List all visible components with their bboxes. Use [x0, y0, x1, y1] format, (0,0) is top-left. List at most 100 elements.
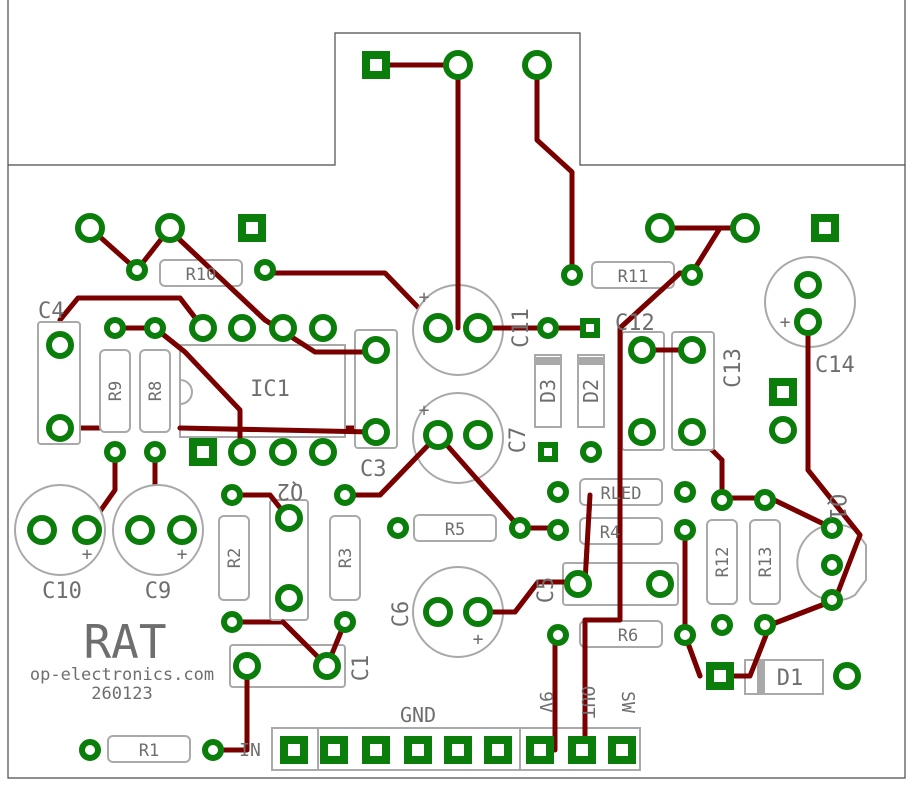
- traces-top: [152, 62, 863, 753]
- pad: [754, 489, 776, 511]
- pad: [228, 314, 256, 342]
- c13-body: [671, 331, 715, 451]
- pad: [228, 438, 256, 466]
- pad: [561, 264, 583, 286]
- pad: [387, 517, 409, 539]
- pad: [681, 264, 703, 286]
- c10-body: [14, 484, 106, 576]
- pad: [75, 213, 105, 243]
- pad: [463, 597, 493, 627]
- pad: [547, 481, 569, 503]
- c9-body: [112, 484, 204, 576]
- pad: [821, 554, 843, 576]
- plus-mark: +: [473, 629, 484, 650]
- pad: [189, 314, 217, 342]
- label-rled: RLED: [601, 484, 642, 504]
- pad: [463, 420, 493, 450]
- pad: [155, 213, 185, 243]
- pad: [46, 331, 74, 359]
- r1-body: [107, 735, 191, 763]
- label-ic1: IC1: [250, 377, 290, 402]
- label-in: IN: [239, 740, 261, 761]
- label-r12: R12: [713, 547, 733, 578]
- pad: [711, 489, 733, 511]
- pad: [275, 584, 303, 612]
- label-out: OUT: [577, 686, 598, 719]
- label-c7: C7: [506, 427, 531, 454]
- label-c5: C5: [534, 577, 559, 604]
- polarity-marks: + + + + + +: [82, 287, 791, 650]
- pad: [564, 570, 592, 598]
- label-c6: C6: [389, 601, 414, 628]
- pad: [443, 50, 473, 80]
- pad: [254, 259, 276, 281]
- pad: [233, 652, 261, 680]
- label-c4: C4: [38, 299, 65, 324]
- pad: [537, 317, 559, 339]
- board-website: op-electronics.com: [30, 665, 214, 685]
- label-r10: R10: [186, 265, 217, 285]
- label-r8: R8: [146, 381, 166, 401]
- r9-body: [99, 349, 131, 433]
- pad: [628, 418, 656, 446]
- r12-body: [706, 519, 738, 605]
- ic1-body: [179, 344, 346, 438]
- pad: [678, 418, 706, 446]
- pad: [309, 438, 337, 466]
- trace: [534, 62, 575, 276]
- label-c13: C13: [721, 348, 746, 388]
- pad: [144, 441, 166, 463]
- board-title: RAT: [83, 615, 166, 669]
- pad: [46, 414, 74, 442]
- pad: [423, 313, 453, 343]
- pad: [27, 515, 57, 545]
- pad: [674, 481, 696, 503]
- board-outline: [7, 0, 906, 779]
- d2-body: [577, 354, 605, 428]
- label-c9: C9: [145, 579, 172, 604]
- component-labels: R10 R11 C4 IC1 C3 C12 C14 RLED R4 R5 R6 …: [30, 265, 855, 761]
- pad: [794, 271, 822, 299]
- pad: [202, 739, 224, 761]
- pad: [269, 314, 297, 342]
- label-r4: R4: [600, 523, 620, 543]
- pad: [309, 314, 337, 342]
- label-r1: R1: [139, 741, 159, 761]
- pad: [167, 515, 197, 545]
- label-r5: R5: [445, 520, 465, 540]
- label-9v: 9V: [535, 691, 556, 713]
- pad: [821, 517, 843, 539]
- r2-body: [218, 515, 250, 601]
- pad: [104, 441, 126, 463]
- label-c3: C3: [360, 457, 387, 482]
- pads: [27, 50, 861, 764]
- pad: [423, 420, 453, 450]
- label-c11: C11: [509, 308, 534, 348]
- pad: [221, 611, 243, 633]
- c7-body: [412, 392, 504, 484]
- pad: [646, 570, 674, 598]
- r5-body: [413, 514, 497, 542]
- pad: [522, 50, 552, 80]
- pad: [711, 614, 733, 636]
- pad: [275, 504, 303, 532]
- pad: [269, 438, 297, 466]
- pad: [678, 336, 706, 364]
- c3-body: [354, 329, 398, 449]
- pad: [547, 519, 569, 541]
- label-r9: R9: [106, 381, 126, 401]
- label-gnd: GND: [400, 703, 436, 727]
- r3-body: [329, 515, 361, 601]
- pad: [79, 739, 101, 761]
- pad: [794, 308, 822, 336]
- label-c10: C10: [42, 579, 82, 604]
- pad: [547, 624, 569, 646]
- pad: [125, 515, 155, 545]
- pad: [221, 484, 243, 506]
- pad: [754, 614, 776, 636]
- label-c1: C1: [349, 655, 374, 682]
- plus-mark: +: [82, 544, 93, 565]
- label-sw: SW: [617, 691, 638, 713]
- label-q2: Q2: [277, 478, 304, 503]
